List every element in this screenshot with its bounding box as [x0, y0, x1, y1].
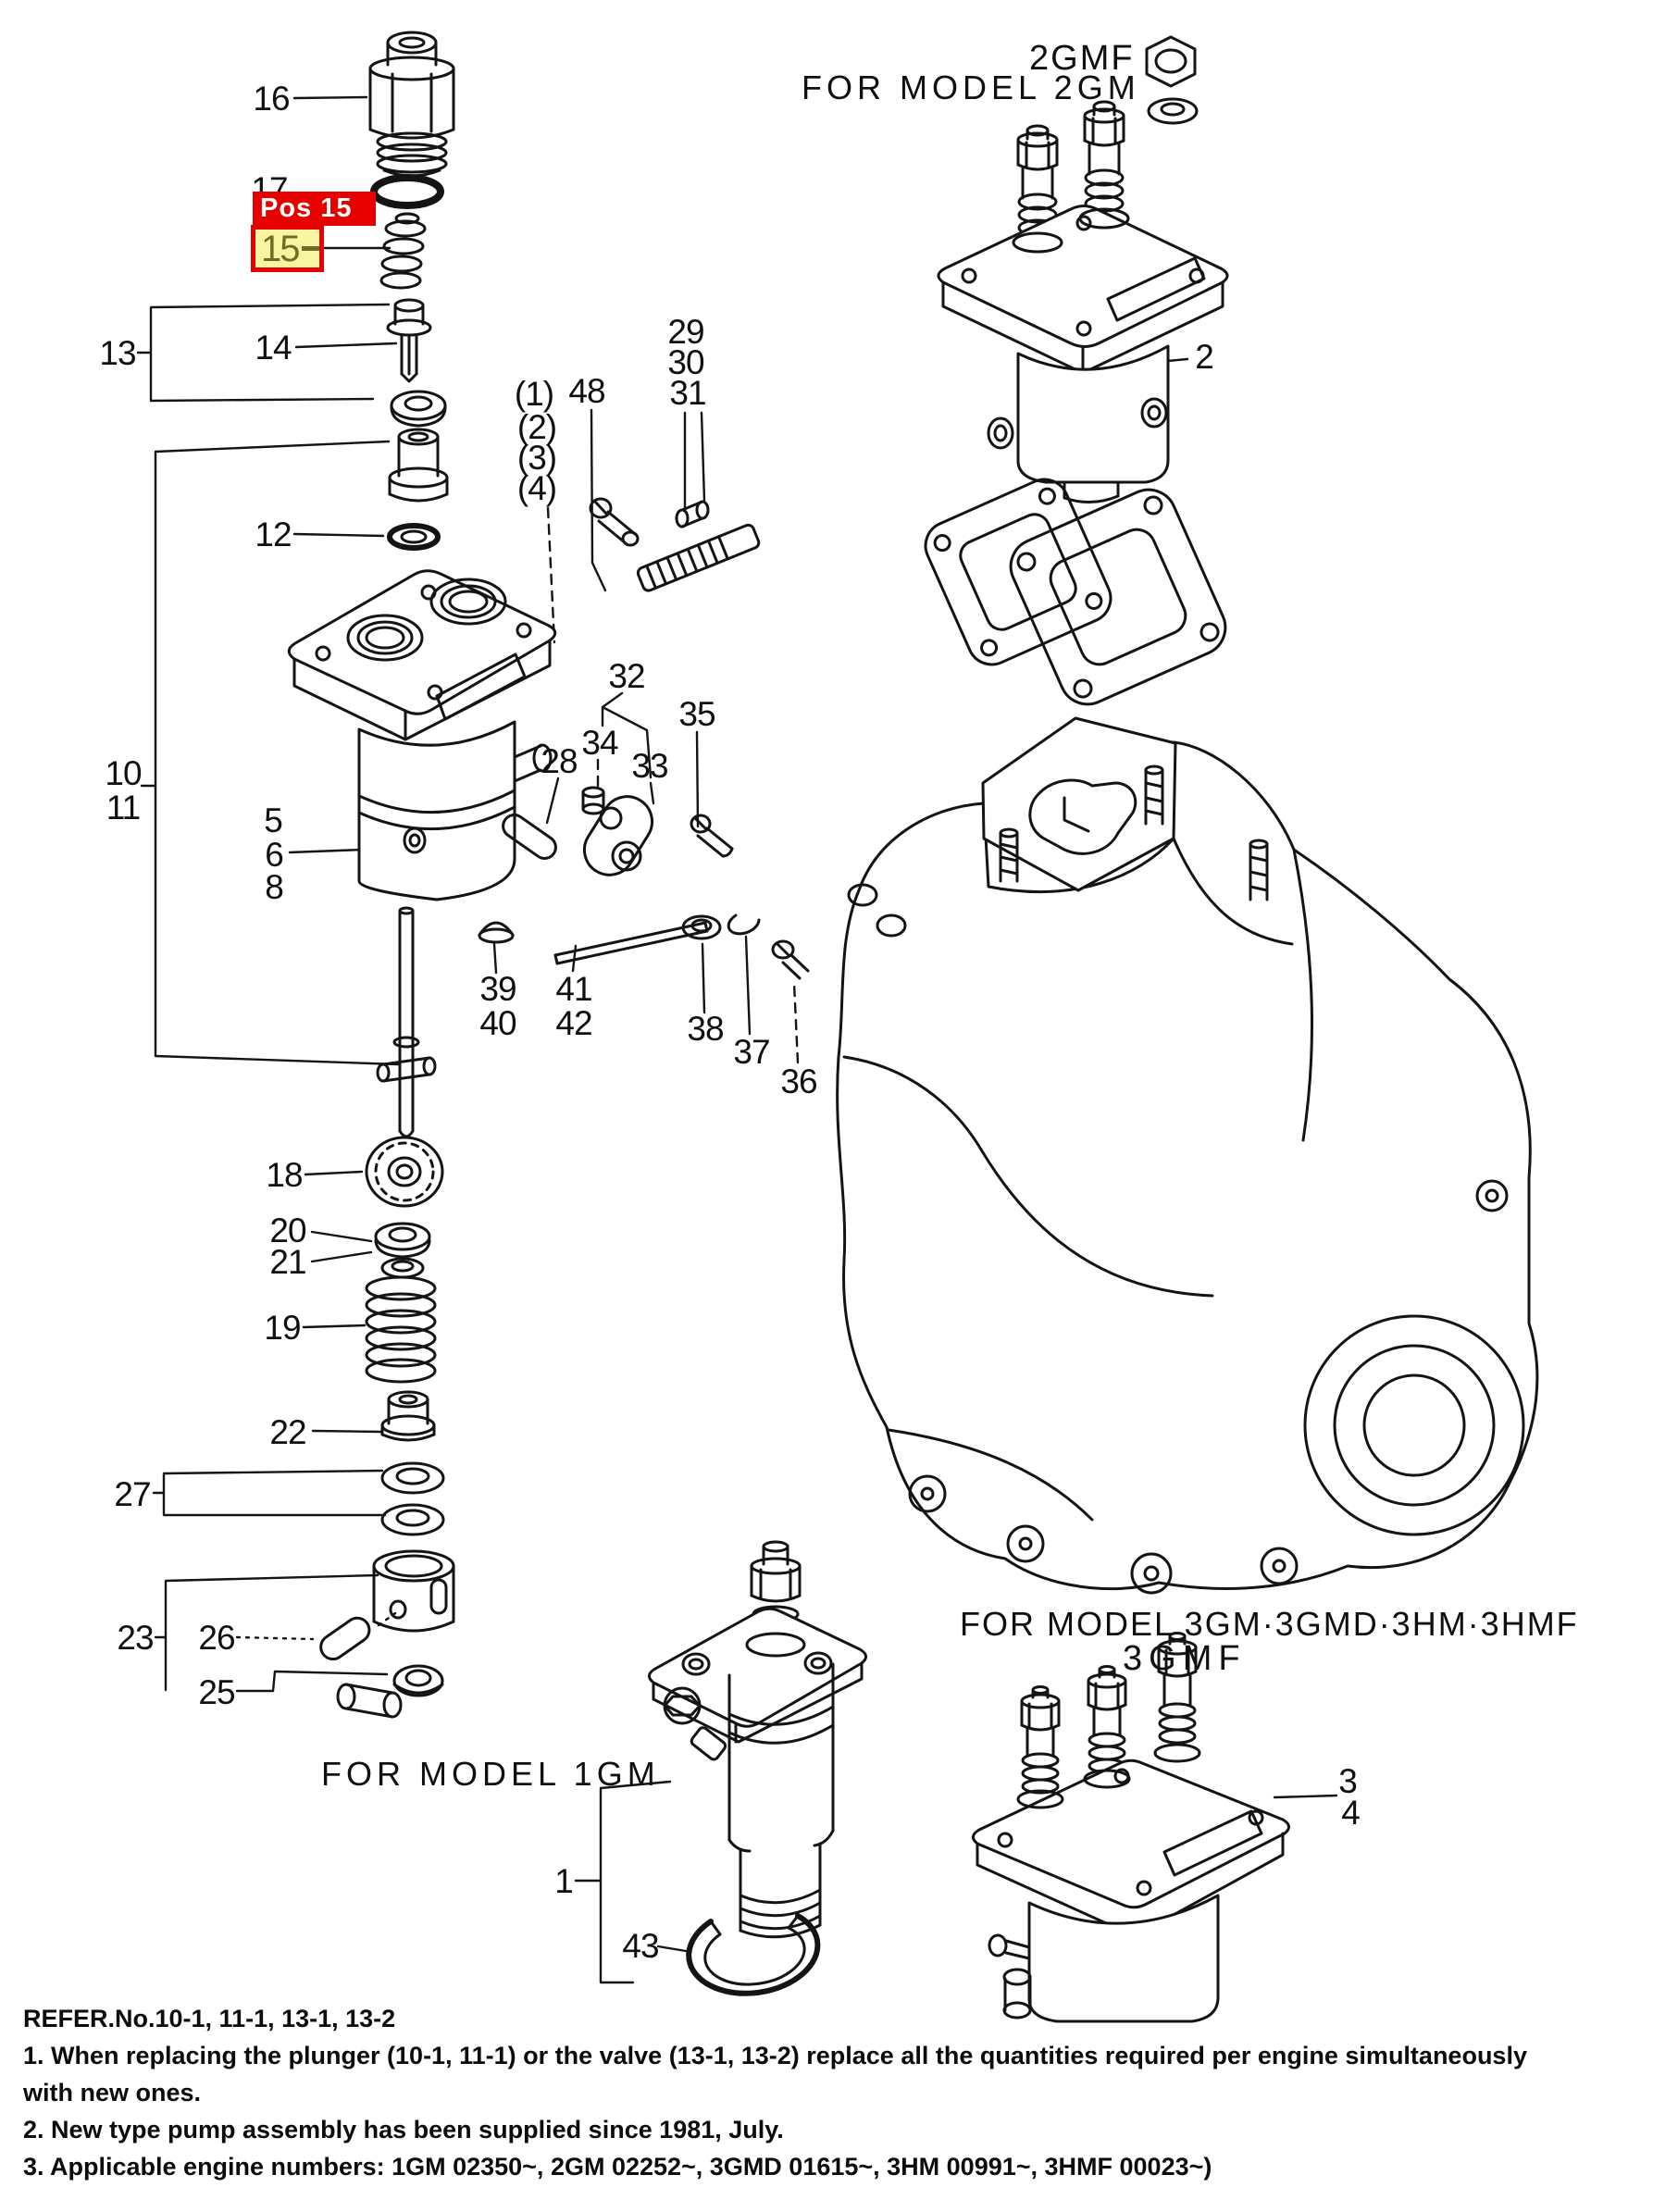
part-label-37: 37	[733, 1033, 770, 1071]
part-label-43: 43	[622, 1927, 659, 1965]
part-label-33: 33	[631, 747, 668, 785]
footer-line-1: REFER.No.10-1, 11-1, 13-1, 13-2	[23, 2005, 396, 2032]
delivery-valve-stem	[386, 298, 432, 383]
part-label-q1: (1)	[514, 375, 554, 413]
pump-assembly-2gm	[937, 35, 1229, 503]
title-model-2gm: FOR MODEL 2GM	[802, 68, 1140, 106]
pinion-gear-18	[365, 1136, 444, 1208]
part-label-25: 25	[198, 1673, 235, 1711]
part-label-4: 4	[1341, 1794, 1361, 1832]
part-label-35: 35	[678, 695, 715, 733]
valve-holder-13	[388, 428, 449, 503]
position-hotspot-label: 15	[261, 228, 300, 269]
title-model-3gmf: 3GMF	[1123, 1639, 1247, 1678]
part-label-29: 29	[667, 313, 704, 351]
camshaft	[376, 906, 437, 1138]
title-model-1gm: FOR MODEL 1GM	[321, 1755, 660, 1793]
part-label-31: 31	[669, 374, 706, 412]
screw-36	[771, 939, 810, 980]
spring-seat-20-21	[374, 1222, 431, 1279]
part-label-16: 16	[253, 80, 290, 118]
pump-flange-main	[287, 569, 557, 741]
part-label-39: 39	[479, 970, 516, 1008]
part-label-21: 21	[269, 1243, 306, 1281]
pump-assembly-3gm	[972, 1632, 1290, 2023]
part-label-19: 19	[264, 1309, 301, 1347]
part-label-26: 26	[198, 1619, 235, 1657]
footer-line-3: with new ones.	[23, 2079, 202, 2106]
footer-line-2: 1. When replacing the plunger (10-1, 11-…	[23, 2042, 1527, 2069]
part-label-23: 23	[117, 1619, 154, 1657]
part-label-14: 14	[255, 329, 292, 367]
guide-plate-33	[582, 795, 654, 876]
part-label-q3: (3)	[516, 439, 557, 477]
circlip-43	[686, 1913, 821, 1996]
tappet-pin-26	[319, 1616, 371, 1661]
part-label-27: 27	[114, 1475, 151, 1513]
position-tooltip-label: Pos 15	[260, 193, 353, 223]
pump-body-main	[357, 720, 553, 901]
position-tooltip: Pos 15	[253, 192, 376, 226]
part-label-8: 8	[265, 868, 284, 906]
part-label-5: 5	[264, 802, 283, 839]
part-label-3: 3	[1338, 1762, 1358, 1800]
engine-gearcase	[836, 716, 1539, 1595]
circlip-37	[727, 913, 761, 936]
washer-14	[390, 390, 447, 428]
part-label-38: 38	[687, 1010, 724, 1048]
footer-line-4: 2. New type pump assembly has been suppl…	[23, 2116, 784, 2144]
part-label-1: 1	[554, 1862, 574, 1900]
title-model-2gmf: 2GMF	[1029, 39, 1135, 78]
position-hotspot-15[interactable]: 15	[251, 225, 324, 272]
bolt-48	[589, 497, 640, 547]
part-label-40: 40	[479, 1004, 516, 1042]
pin-34	[581, 786, 605, 815]
part-label-q2: (2)	[516, 408, 557, 446]
lower-seat-22	[380, 1390, 436, 1442]
part-label-48: 48	[568, 372, 605, 410]
o-ring-17	[370, 174, 444, 209]
leader-dash	[301, 246, 319, 251]
part-label-28: 28	[541, 742, 578, 780]
part-label-18: 18	[266, 1156, 303, 1194]
part-label-12: 12	[255, 516, 292, 553]
tappet-sleeve-23	[372, 1549, 455, 1633]
part-label-41: 41	[555, 970, 592, 1008]
roller-parts-25	[336, 1664, 444, 1719]
part-label-6: 6	[265, 836, 284, 874]
title-model-3gm: FOR MODEL 3GM·3GMD·3HM·3HMF	[960, 1605, 1579, 1643]
part-label-q4: (4)	[516, 469, 557, 507]
part-label-36: 36	[780, 1063, 817, 1100]
control-rack-31	[636, 500, 761, 592]
part-label-13: 13	[99, 334, 136, 372]
part-label-34: 34	[581, 724, 618, 762]
pump-assembly-1gm	[648, 1540, 867, 1939]
delivery-valve-holder-16	[368, 31, 455, 178]
o-ring-12	[387, 523, 441, 551]
plunger-spring-19	[365, 1275, 437, 1384]
dome-screw-39-40	[478, 921, 515, 944]
pin-28	[502, 814, 557, 860]
shims-27	[380, 1461, 445, 1536]
mounting-gaskets	[924, 478, 1227, 706]
part-label-32: 32	[608, 657, 645, 695]
valve-spring-15	[379, 212, 427, 290]
part-label-11: 11	[106, 789, 141, 826]
part-label-2: 2	[1195, 338, 1214, 376]
part-label-10: 10	[105, 754, 142, 792]
washer-38	[681, 914, 722, 940]
part-label-22: 22	[269, 1413, 306, 1451]
screw-35	[690, 814, 734, 858]
part-label-20: 20	[269, 1212, 306, 1249]
footer-line-5: 3. Applicable engine numbers: 1GM 02350~…	[23, 2153, 1212, 2181]
part-label-30: 30	[667, 343, 704, 381]
part-label-42: 42	[555, 1004, 592, 1042]
